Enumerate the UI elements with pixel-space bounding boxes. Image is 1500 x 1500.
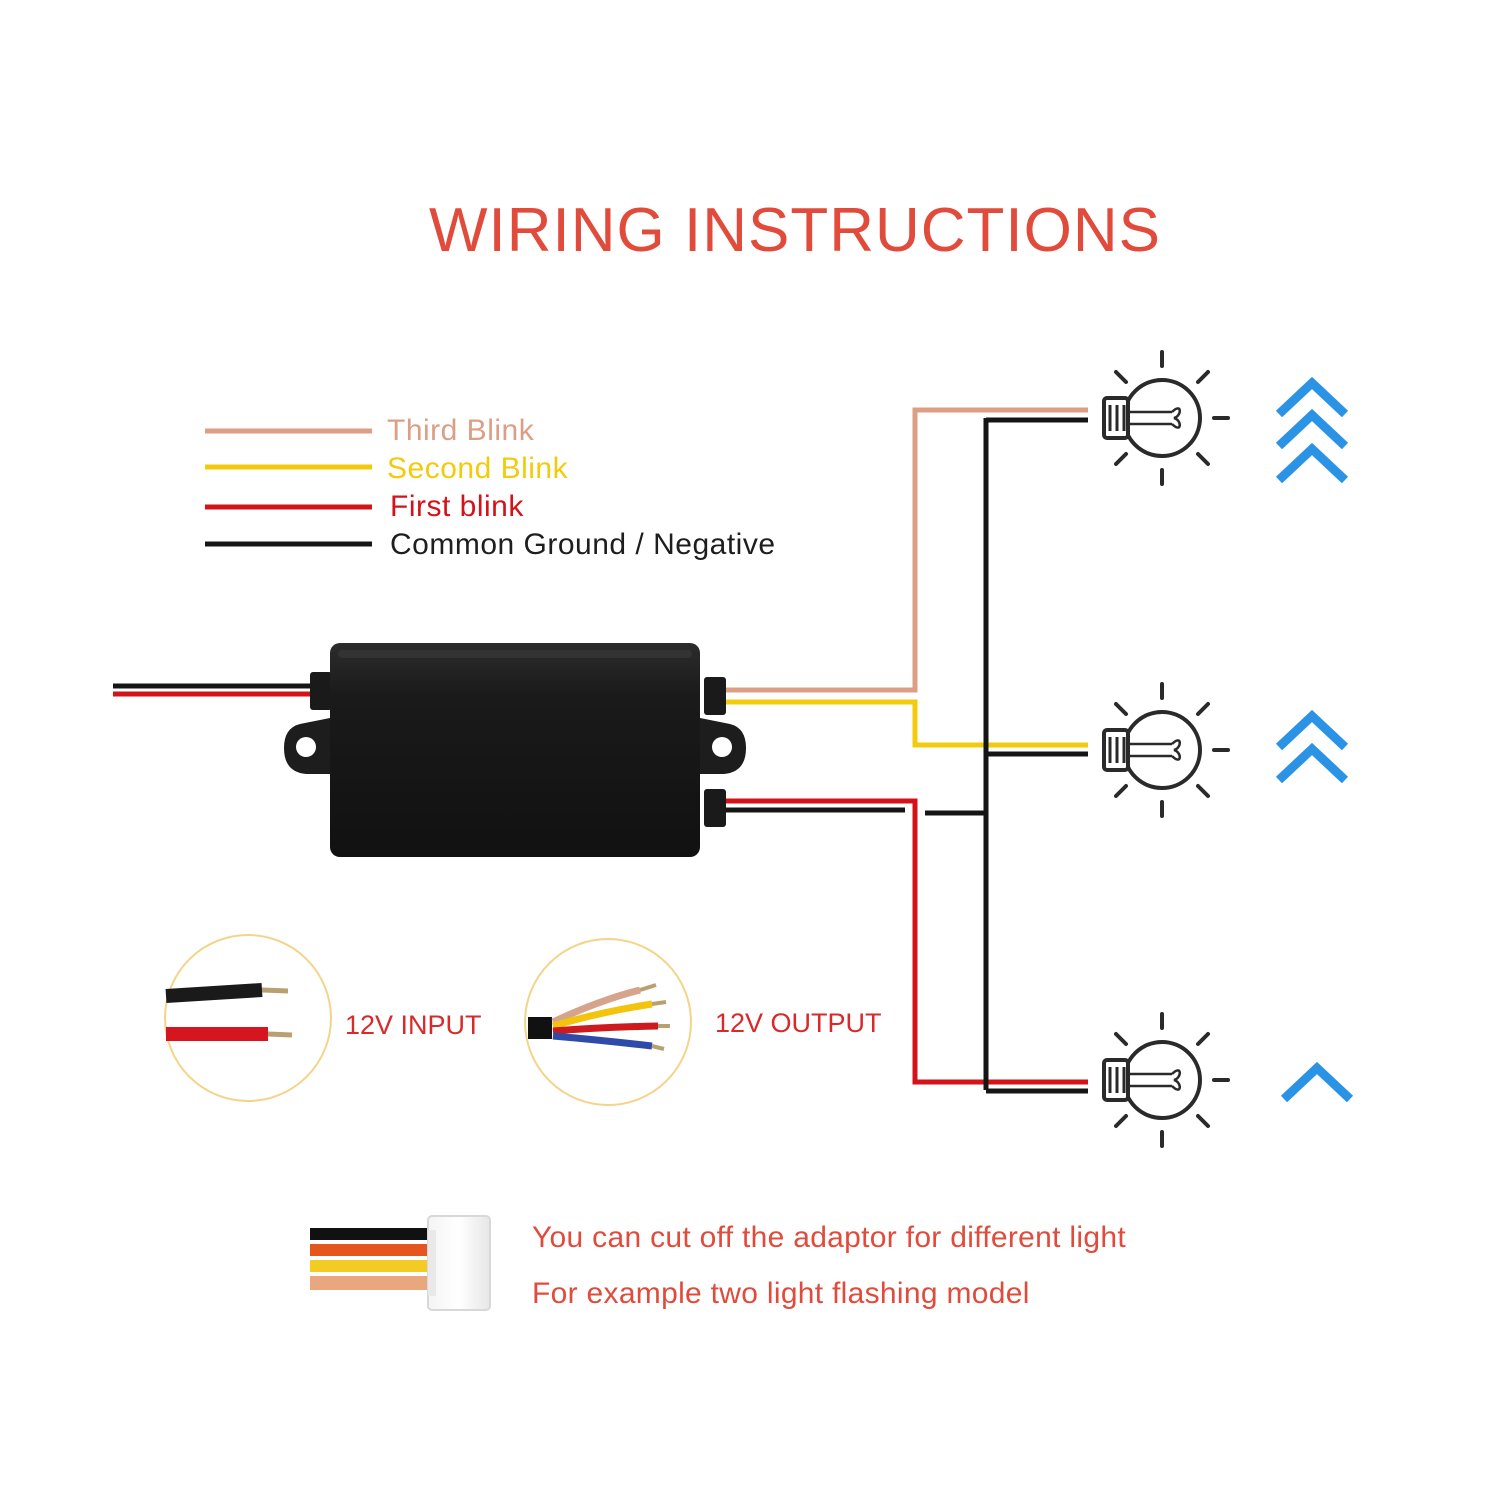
chevron-up-icon xyxy=(1284,1068,1350,1099)
input-wires xyxy=(113,683,310,697)
chevron-up-icon xyxy=(1279,716,1345,780)
output-label: 12V OUTPUT xyxy=(715,1008,882,1038)
output-wires xyxy=(726,407,1088,1094)
light-bulb-icon xyxy=(1102,1012,1230,1148)
page-title: WIRING INSTRUCTIONS xyxy=(429,196,1161,265)
chevron-up-icon xyxy=(1279,383,1345,480)
note-line-1: You can cut off the adaptor for differen… xyxy=(532,1221,1126,1254)
legend-label-third-blink: Third Blink xyxy=(387,414,535,447)
input-wire-closeup xyxy=(164,934,332,1102)
light-bulb-icon xyxy=(1102,682,1230,818)
connector-adaptor xyxy=(310,1215,491,1311)
light-bulb-icon xyxy=(1102,350,1230,486)
output-wire-closeup xyxy=(524,938,692,1106)
legend-lines xyxy=(205,428,372,547)
note-line-2: For example two light flashing model xyxy=(532,1277,1030,1310)
legend-label-second-blink: Second Blink xyxy=(387,452,569,485)
legend-label-first-blink: First blink xyxy=(390,490,524,523)
flasher-module xyxy=(284,643,746,857)
input-label: 12V INPUT xyxy=(345,1010,482,1040)
legend-label-ground: Common Ground / Negative xyxy=(390,528,776,561)
